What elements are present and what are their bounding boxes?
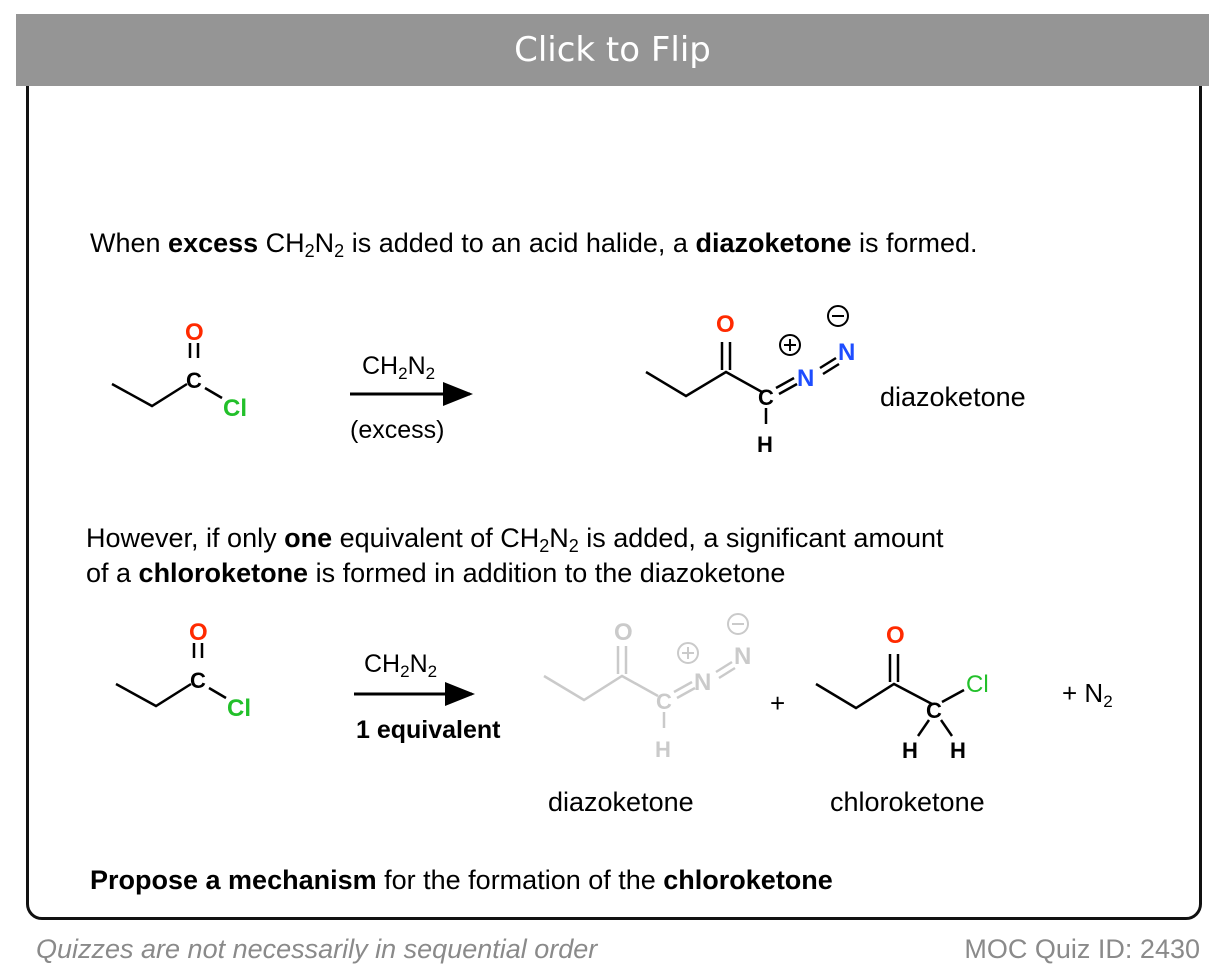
however-line-1: However, if only one equivalent of CH2N2… (86, 523, 944, 556)
reaction-arrow-2: CH2N2 1 equivalent (354, 650, 501, 744)
condition-label-1: (excess) (350, 416, 444, 444)
click-to-flip-button[interactable]: Click to Flip (16, 14, 1209, 86)
svg-text:N: N (838, 339, 855, 366)
svg-text:O: O (716, 311, 735, 338)
svg-text:O: O (886, 622, 905, 649)
quiz-id: MOC Quiz ID: 2430 (964, 934, 1200, 964)
chlorine-atom: Cl (223, 395, 247, 422)
svg-text:C: C (656, 689, 672, 714)
reagent-label-2: CH2N2 (364, 650, 437, 681)
chloroketone-structure: O C Cl H H (815, 622, 989, 763)
svg-text:C: C (758, 385, 774, 410)
nitrogen-byproduct: + N2 (1062, 678, 1113, 711)
carbon-atom: C (186, 368, 202, 393)
plus-sign: + (770, 688, 785, 718)
diazoketone-structure-faded: O C H N N (543, 613, 751, 762)
negative-charge-icon (827, 305, 849, 327)
product-label-diazoketone-1: diazoketone (880, 382, 1026, 412)
reagent-label-1: CH2N2 (362, 352, 435, 383)
svg-text:O: O (614, 619, 633, 646)
svg-text:C: C (926, 698, 942, 723)
svg-text:H: H (655, 737, 671, 762)
however-line-2: of a chloroketone is formed in addition … (86, 558, 786, 588)
question-text: Propose a mechanism for the formation of… (90, 865, 833, 895)
svg-text:C: C (190, 668, 206, 693)
svg-text:N: N (694, 669, 711, 696)
svg-text:Cl: Cl (966, 671, 989, 698)
acid-chloride-structure-1: O C Cl (111, 319, 247, 422)
positive-charge-icon (779, 334, 801, 356)
flip-button-label: Click to Flip (514, 30, 711, 70)
condition-label-2: 1 equivalent (356, 716, 501, 744)
svg-text:Cl: Cl (227, 695, 251, 722)
label-chloroketone: chloroketone (830, 787, 985, 817)
diazoketone-structure-1: O C H N N (645, 305, 855, 457)
acid-chloride-structure-2: O C Cl (115, 619, 251, 722)
svg-text:O: O (189, 619, 208, 646)
footer-disclaimer: Quizzes are not necessarily in sequentia… (36, 934, 598, 964)
label-diazoketone-2: diazoketone (548, 787, 694, 817)
oxygen-atom: O (185, 319, 204, 346)
svg-text:H: H (757, 432, 773, 457)
flashcard[interactable] (26, 20, 1202, 920)
svg-text:H: H (950, 738, 966, 763)
reaction-arrow-1: CH2N2 (excess) (350, 352, 473, 444)
svg-text:H: H (902, 738, 918, 763)
svg-text:N: N (734, 643, 751, 670)
intro-sentence: When excess CH2N2 is added to an acid ha… (90, 228, 978, 261)
svg-text:N: N (797, 365, 814, 392)
